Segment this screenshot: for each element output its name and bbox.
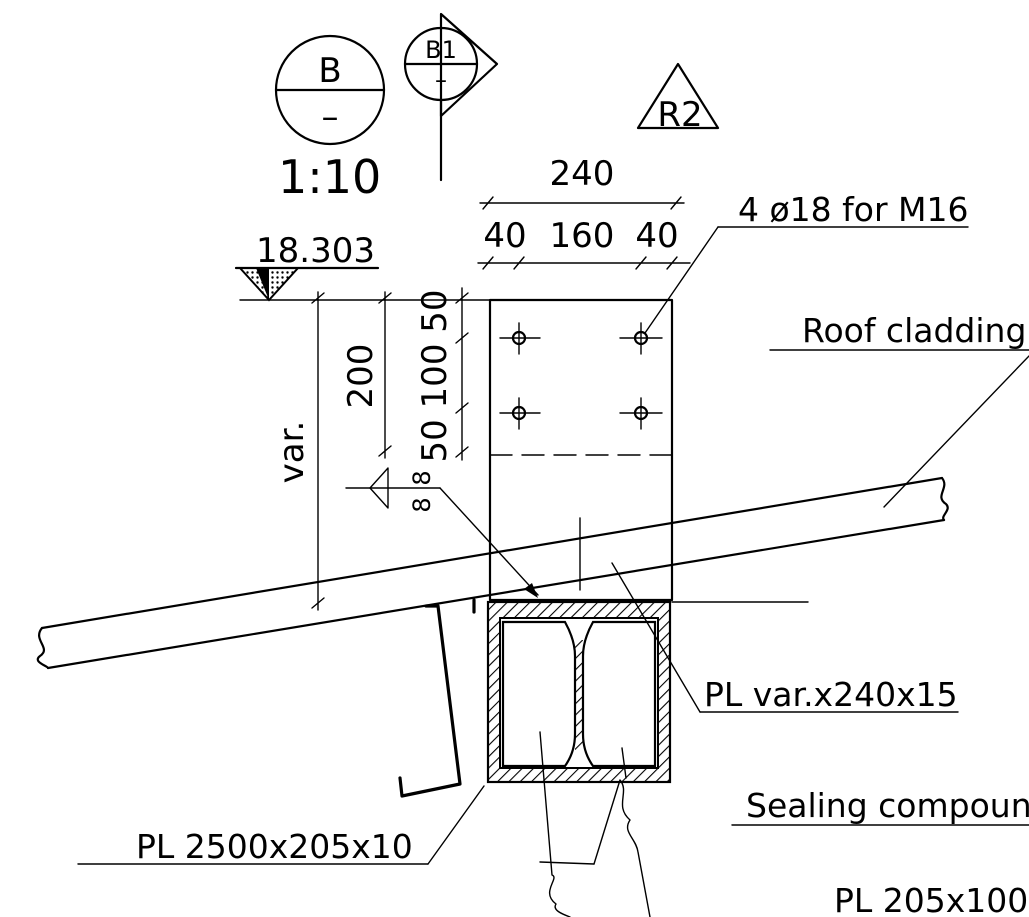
bolt-holes-text: 4 ø18 for M16 xyxy=(738,190,968,229)
dim-overall-width: 240 xyxy=(550,154,615,194)
bolt-hole xyxy=(619,397,663,430)
box-girder xyxy=(486,600,672,784)
weld-size-bottom: 8 xyxy=(408,497,436,512)
dim-center: 160 xyxy=(550,216,615,256)
label-plate-205: PL 205x100x xyxy=(834,881,1029,917)
weld-size-top: 8 xyxy=(408,470,436,485)
label-plate-var: PL var.x240x15 xyxy=(611,562,959,714)
section-mark-b: B – xyxy=(274,34,386,146)
section-mark-b1: B1 – xyxy=(403,12,499,182)
bolt-hole xyxy=(619,322,663,355)
dim-var: var. xyxy=(272,421,312,484)
roof-cladding xyxy=(36,476,949,670)
plate-var-text: PL var.x240x15 xyxy=(704,675,958,714)
scale-label: 1:10 xyxy=(278,150,381,204)
label-roof-cladding: Roof cladding xyxy=(769,311,1029,508)
dim-200: 200 xyxy=(341,344,381,409)
section-b-letter: B xyxy=(318,51,341,91)
section-b1-sheet: – xyxy=(435,66,447,94)
purlin xyxy=(398,598,476,798)
weld-symbol: 8 8 xyxy=(345,467,539,598)
bolt-hole xyxy=(499,397,541,430)
label-plate-2500: PL 2500x205x10 xyxy=(77,731,651,917)
dim-edge-right: 40 xyxy=(635,216,678,256)
plate-2500-text: PL 2500x205x10 xyxy=(136,827,413,866)
roof-cladding-text: Roof cladding xyxy=(802,311,1026,350)
vertical-dimensions: var. 200 50 100 50 xyxy=(272,287,469,611)
elevation-value: 18.303 xyxy=(256,231,375,271)
bolt-hole xyxy=(499,322,541,355)
revision-label: R2 xyxy=(657,95,702,135)
elevation-marker: 18.303 xyxy=(234,231,491,302)
section-b-sheet: – xyxy=(322,97,339,137)
revision-triangle: R2 xyxy=(636,62,720,135)
end-plate xyxy=(488,298,674,602)
plate-205-text: PL 205x100x xyxy=(834,881,1029,917)
sealing-text: Sealing compound xyxy=(746,786,1029,825)
section-b1-letter: B1 xyxy=(425,36,457,64)
label-bolt-holes: 4 ø18 for M16 xyxy=(644,190,969,334)
dim-bolt-spacing: 50 100 50 xyxy=(415,289,455,462)
horizontal-dimensions: 240 40 160 40 xyxy=(477,154,691,270)
label-sealing: Sealing compound xyxy=(731,786,1029,826)
dim-edge-left: 40 xyxy=(483,216,526,256)
